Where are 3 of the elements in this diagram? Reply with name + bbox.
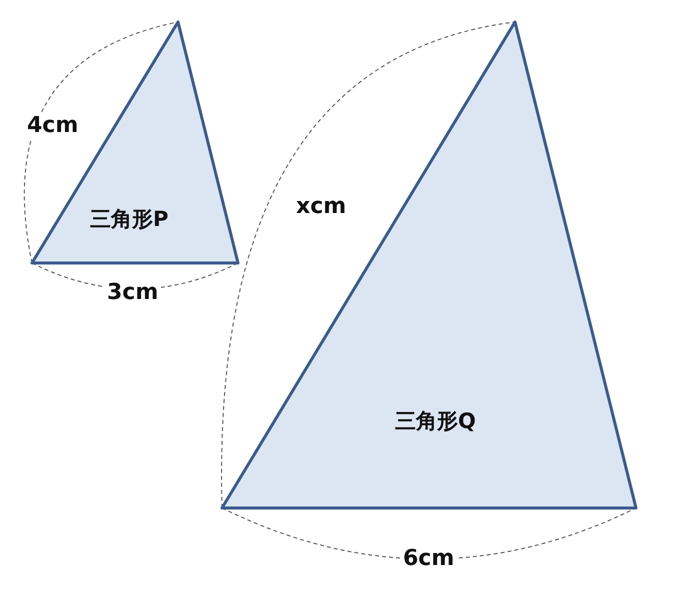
triangle-label: 三角形Q: [395, 408, 476, 435]
triangle-label: 三角形P: [90, 206, 168, 233]
triangle: [30, 20, 240, 265]
